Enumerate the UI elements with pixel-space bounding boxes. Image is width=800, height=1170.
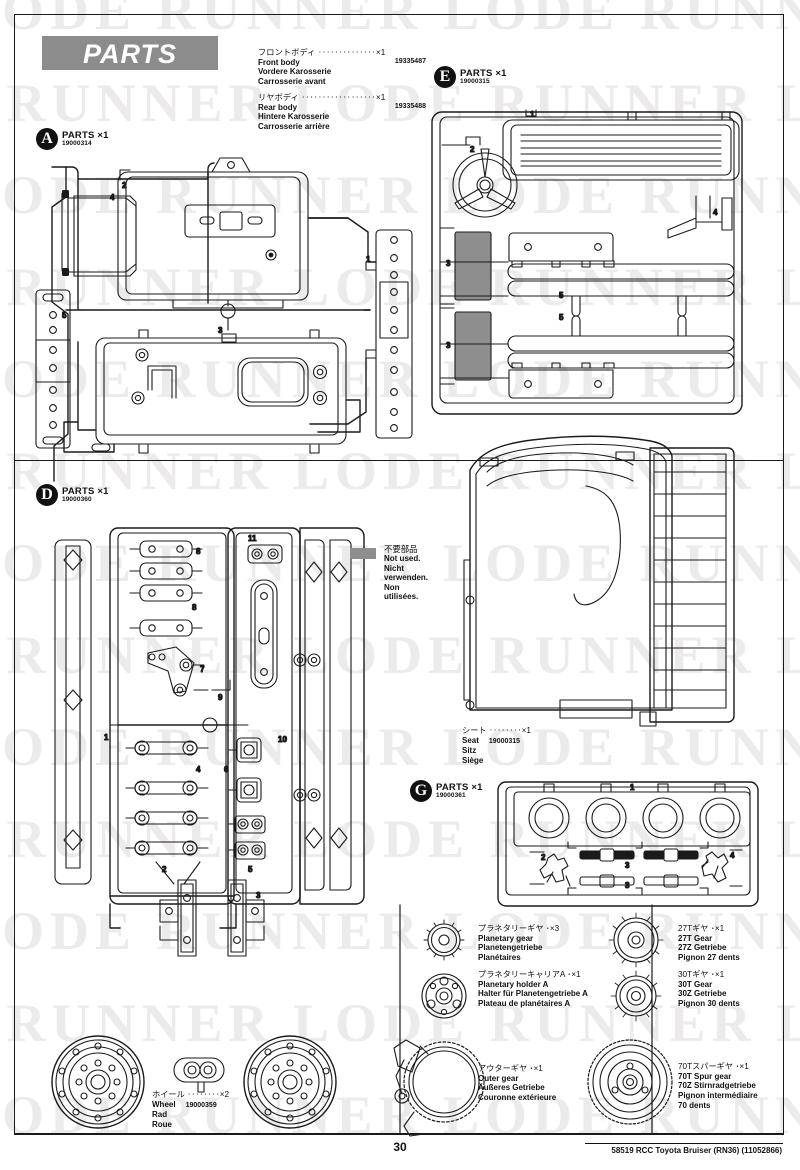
- caption-gear-30t: 30Tギヤ ･×1 30T Gear 30Z Getriebe Pignon 3…: [678, 970, 740, 1009]
- page-border: [14, 14, 784, 1134]
- caption-planetary-gear: プラネタリーギヤ ･×3 Planetary gear Planetengetr…: [478, 924, 559, 963]
- header-part-de: Hintere Karosserie: [258, 112, 330, 122]
- caption-jp: プラネタリーキャリアA ･×1: [478, 970, 581, 979]
- caption-de: Sitz: [462, 746, 477, 756]
- not-used-jp: 不要部品: [384, 544, 418, 554]
- header-part-rear-body: リヤボディ ‥‥‥‥‥‥‥‥‥×1 Rear body 19335488 Hin…: [258, 93, 426, 131]
- sprue-label: PARTS ×1: [460, 68, 507, 79]
- caption-fr: Siège: [462, 755, 484, 765]
- section-divider-footer: [14, 1134, 784, 1135]
- header-part-fr: Carrosserie avant: [258, 76, 326, 86]
- caption-en: Outer gear: [478, 1073, 519, 1083]
- caption-fr: Pignon 27 dents: [678, 953, 740, 963]
- caption-de: 30Z Getriebe: [678, 989, 727, 999]
- not-used-de: Nicht verwenden.: [384, 563, 429, 583]
- caption-outer-gear: アウターギヤ ･×1 Outer gear Äußeres Getriebe C…: [478, 1064, 556, 1103]
- not-used-en: Not used.: [384, 554, 421, 564]
- sprue-letter: A: [36, 128, 58, 150]
- caption-de: Planetengetriebe: [478, 943, 543, 953]
- header-part-jp: リヤボディ ‥‥‥‥‥‥‥‥‥×1: [258, 93, 386, 102]
- sprue-letter: G: [410, 780, 432, 802]
- caption-jp: プラネタリーギヤ ･×3: [478, 924, 560, 933]
- header-part-front-body: フロントボディ ‥‥‥‥‥‥‥×1 Front body 19335487 Vo…: [258, 48, 426, 86]
- header-part-fr: Carrosserie arrière: [258, 121, 330, 131]
- caption-jp: 30Tギヤ ･×1: [678, 970, 725, 979]
- sprue-number: 19000314: [62, 140, 92, 147]
- sprue-letter: D: [36, 484, 58, 506]
- caption-de: 27Z Getriebe: [678, 943, 727, 953]
- caption-fr: Pignon 30 dents: [678, 999, 740, 1009]
- caption-number: 19000359: [185, 1101, 217, 1109]
- header-part-number: 19335488: [394, 102, 426, 110]
- caption-seat: シート ‥‥‥‥×1 Seat 19000315 Sitz Siège: [462, 726, 531, 765]
- header-part-en: Rear body: [258, 102, 298, 112]
- caption-fr: Roue: [152, 1119, 172, 1129]
- caption-en: Planetary holder A: [478, 979, 549, 989]
- sprue-number: 19000315: [460, 78, 490, 85]
- page-title: PARTS: [82, 39, 177, 69]
- footer-rule: [585, 1143, 783, 1144]
- caption-en: 70T Spur gear: [678, 1071, 732, 1081]
- caption-planetary-holder: プラネタリーキャリアA ･×1 Planetary holder A Halte…: [478, 970, 588, 1009]
- sprue-letter: E: [434, 66, 456, 88]
- caption-de: Äußeres Getriebe: [478, 1083, 545, 1093]
- caption-de: Halter für Planetengetriebe A: [478, 989, 588, 999]
- sprue-label: PARTS ×1: [62, 130, 109, 141]
- caption-de: 70Z Stirnradgetriebe: [678, 1081, 756, 1091]
- caption-fr: Pignon intermédiaire: [678, 1091, 758, 1101]
- header-part-en: Front body: [258, 57, 300, 67]
- caption-en: 30T Gear: [678, 979, 713, 989]
- caption-jp: アウターギヤ ･×1: [478, 1064, 543, 1073]
- caption-fr: Plateau de planétaires A: [478, 999, 571, 1009]
- caption-spur-gear-70t: 70Tスパーギヤ ･×1 70T Spur gear 70Z Stirnradg…: [678, 1062, 758, 1110]
- header-part-jp: フロントボディ ‥‥‥‥‥‥‥×1: [258, 48, 386, 57]
- sprue-label: PARTS ×1: [436, 782, 483, 793]
- caption-en: Wheel: [152, 1099, 176, 1109]
- sprue-number: 19000361: [436, 792, 466, 799]
- caption-de: Rad: [152, 1110, 168, 1120]
- caption-jp: シート ‥‥‥‥×1: [462, 726, 531, 735]
- caption-fr: Couronne extérieure: [478, 1093, 557, 1103]
- not-used-fr: Non utilisées.: [384, 582, 419, 602]
- section-divider-upper: [14, 460, 784, 461]
- caption-en: Planetary gear: [478, 933, 534, 943]
- header-part-de: Vordere Karosserie: [258, 67, 332, 77]
- footer-product-code: 58519 RCC Toyota Bruiser (RN36) (1105286…: [611, 1146, 782, 1155]
- sprue-number: 19000360: [62, 496, 92, 503]
- caption-en: 27T Gear: [678, 933, 713, 943]
- caption-number: 19000315: [488, 737, 521, 745]
- page-number: 30: [393, 1140, 407, 1154]
- caption-fr: Planétaires: [478, 953, 521, 963]
- caption-wheel: ホイール ‥‥‥‥×2 Wheel 19000359 Rad Roue: [152, 1090, 229, 1129]
- caption-jp: 27Tギヤ ･×1: [678, 924, 725, 933]
- caption-fr2: 70 dents: [678, 1100, 711, 1110]
- caption-jp: 70Tスパーギヤ ･×1: [678, 1062, 749, 1071]
- caption-jp: ホイール ‥‥‥‥×2: [152, 1090, 230, 1099]
- not-used-swatch: [350, 548, 376, 559]
- caption-en: Seat: [462, 735, 479, 745]
- caption-gear-27t: 27Tギヤ ･×1 27T Gear 27Z Getriebe Pignon 2…: [678, 924, 740, 963]
- sprue-label: PARTS ×1: [62, 486, 109, 497]
- page-title-banner: PARTS: [42, 36, 218, 70]
- header-part-number: 19335487: [394, 57, 426, 65]
